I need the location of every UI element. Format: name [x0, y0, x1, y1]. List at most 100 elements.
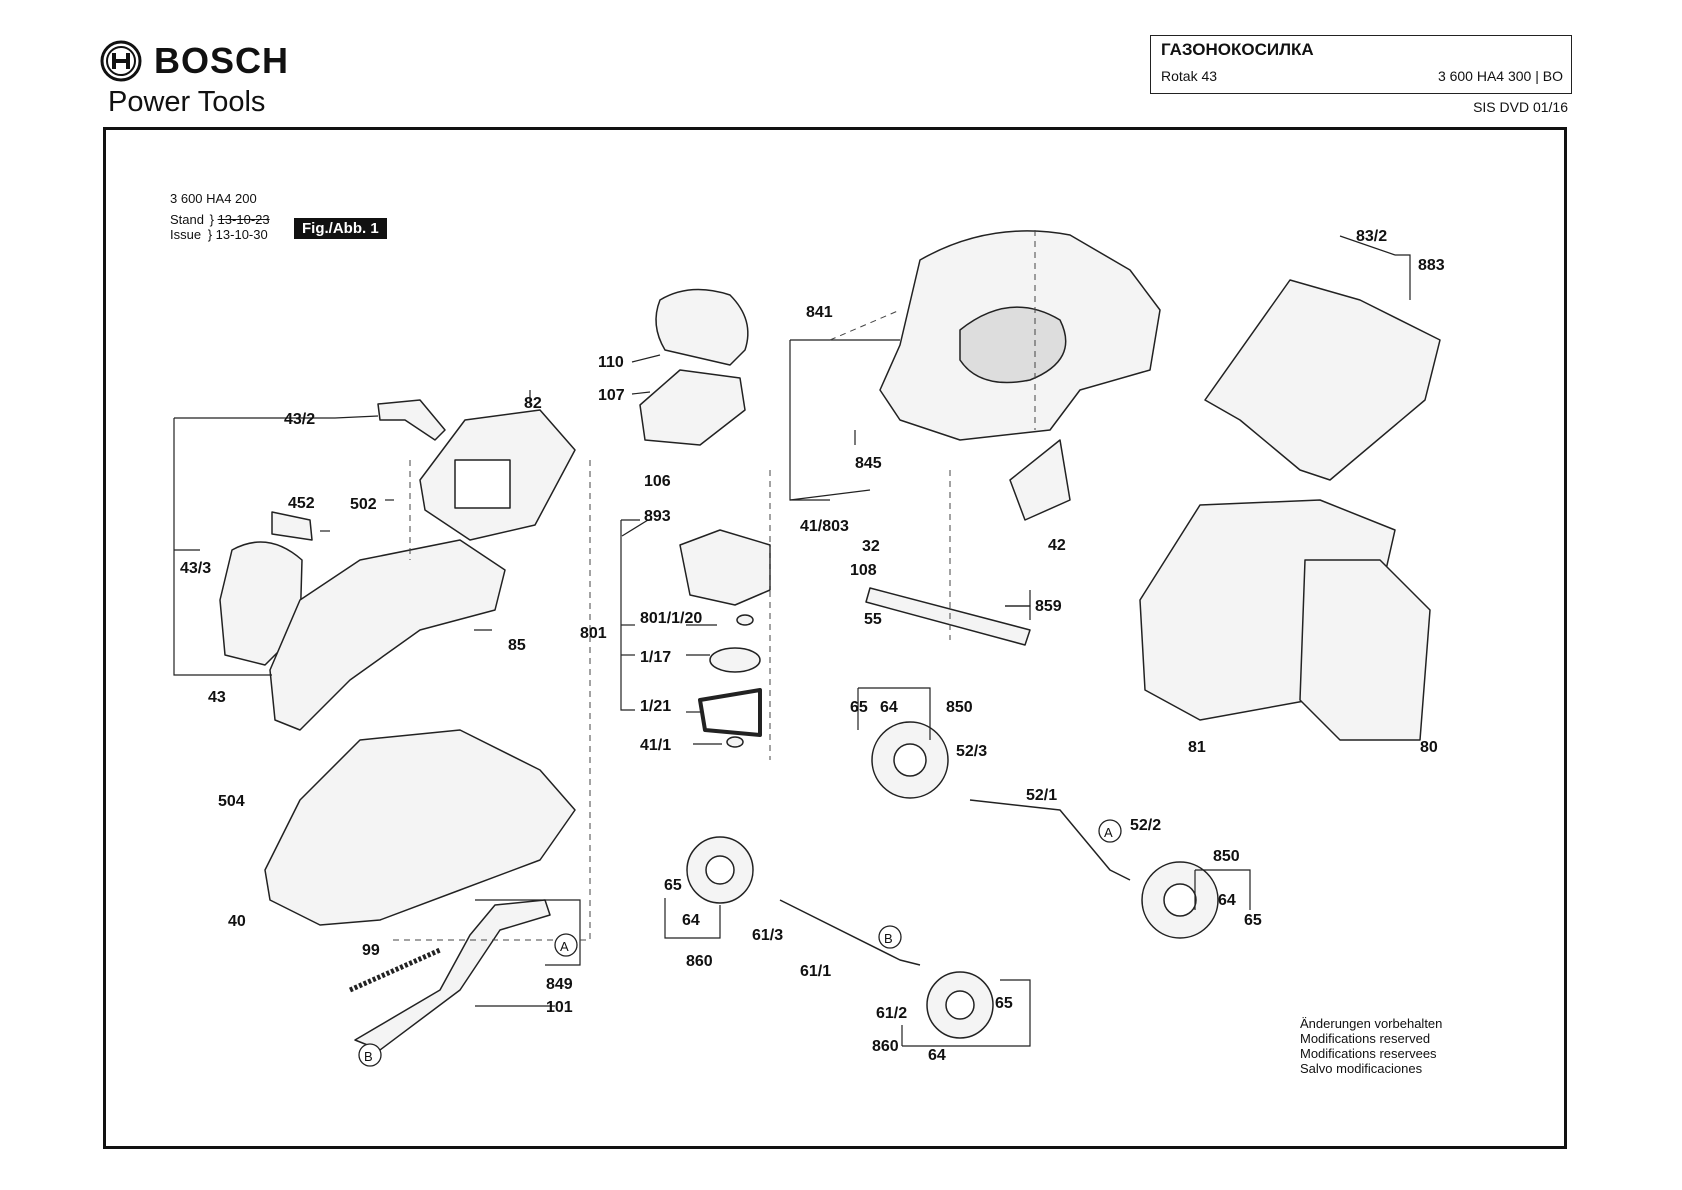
callout-label: 893 [644, 508, 671, 525]
title-block: ГАЗОНОКОСИЛКА Rotak 43 3 600 HA4 300 | B… [1150, 35, 1572, 94]
deck-opening [959, 306, 1067, 384]
callout-label: 452 [288, 495, 315, 512]
callout-label: 64 [682, 912, 700, 929]
height-lever-part [354, 899, 551, 1051]
callout-label: 841 [806, 304, 833, 321]
callout-label: 41/803 [800, 518, 849, 535]
note-line: Modifications reserved [1300, 1031, 1431, 1046]
callout-label: 52/1 [1026, 787, 1057, 804]
chassis-part [264, 729, 576, 926]
callout-label: 83/2 [1356, 228, 1387, 245]
wheel-part [1141, 861, 1219, 939]
callout-label: 61/3 [752, 927, 783, 944]
callout-label: 43/2 [284, 411, 315, 428]
modification-notes: Änderungen vorbehalten Modifications res… [1300, 1016, 1442, 1076]
callout-label: 52/2 [1130, 817, 1161, 834]
callout-label: 85 [508, 637, 526, 654]
issue-row: Issue } 13-10-30 [170, 227, 268, 242]
pulley-part [709, 647, 761, 673]
svg-text:A: A [1104, 825, 1113, 840]
part-number: 3 600 HA4 300 | BO [1437, 68, 1563, 84]
note-line: Änderungen vorbehalten [1300, 1016, 1443, 1031]
callout-label: 64 [880, 699, 898, 716]
grille-window [454, 459, 511, 509]
callout-label: 859 [1035, 598, 1062, 615]
issue-value: 13-10-30 [215, 227, 268, 242]
callout-label: 80 [1420, 739, 1438, 756]
callout-label: 860 [686, 953, 713, 970]
callout-label: 65 [1244, 912, 1262, 929]
wheel-part [686, 836, 754, 904]
callout-label: 1/17 [640, 649, 671, 666]
basket-side-part [1299, 559, 1431, 741]
basket-lid-part [1204, 279, 1441, 481]
callout-label: 40 [228, 913, 246, 930]
callout-label: 110 [598, 354, 624, 371]
svg-text:B: B [364, 1049, 373, 1064]
bearing-part [726, 736, 744, 748]
svg-text:A: A [560, 939, 569, 954]
drawing-frame [103, 127, 1567, 1149]
figure-badge: Fig./Abb. 1 [294, 218, 387, 239]
callout-label: 99 [362, 942, 380, 959]
callout-label: 81 [1188, 739, 1206, 756]
callout-label: 850 [1213, 848, 1240, 865]
callout-label: 52/3 [956, 743, 987, 760]
callout-label: 801/1/20 [640, 610, 702, 627]
wheel-part [926, 971, 994, 1039]
drawing-code: 3 600 HA4 200 [170, 191, 257, 206]
rear-axle-part [969, 799, 1131, 881]
front-axle-part [779, 899, 921, 966]
callout-label: 845 [855, 455, 882, 472]
tagline: Power Tools [108, 86, 266, 118]
marker-a-icon: A [554, 933, 578, 957]
callout-label: 850 [946, 699, 973, 716]
badge-plate-part [271, 511, 313, 541]
callout-label: 43/3 [180, 560, 211, 577]
callout-label: 64 [1218, 892, 1236, 909]
model-name: Rotak 43 [1161, 68, 1218, 84]
callout-label: 107 [598, 387, 625, 404]
marker-a-icon: A [1098, 819, 1122, 843]
callout-label: 504 [218, 793, 245, 810]
callout-label: 1/21 [640, 698, 671, 715]
marker-b-icon: B [878, 925, 902, 949]
stand-label: Stand [170, 212, 204, 227]
svg-text:B: B [884, 931, 893, 946]
callout-label: 801 [580, 625, 607, 642]
issue-label: Issue [170, 227, 202, 242]
callout-label: 860 [872, 1038, 899, 1055]
blade-part [865, 587, 1031, 646]
note-line: Salvo modificaciones [1300, 1061, 1423, 1076]
product-title: ГАЗОНОКОСИЛКА [1161, 40, 1314, 59]
note-line: Modifications reservees [1300, 1046, 1437, 1061]
callout-label: 883 [1418, 257, 1445, 274]
callout-label: 61/1 [800, 963, 831, 980]
wheel-part [871, 721, 949, 799]
flap-part [1009, 439, 1071, 521]
callout-label: 106 [644, 473, 671, 490]
callout-label: 55 [864, 611, 882, 628]
belt-part [698, 688, 762, 737]
callout-label: 82 [524, 395, 542, 412]
sis-version: SIS DVD 01/16 [1473, 99, 1568, 115]
front-panel-part [219, 541, 303, 666]
callout-label: 64 [928, 1047, 946, 1064]
bosch-armature-icon [100, 40, 142, 82]
motor-cover-part [655, 288, 749, 366]
marker-b-icon: B [358, 1043, 382, 1067]
motor-part [679, 529, 771, 606]
callout-label: 65 [664, 877, 682, 894]
callout-label: 32 [862, 538, 880, 555]
spring-part [348, 947, 442, 993]
callout-label: 42 [1048, 537, 1066, 554]
callout-label: 43 [208, 689, 226, 706]
bosch-logo: BOSCH [100, 40, 289, 82]
callout-label: 849 [546, 976, 573, 993]
brand-name: BOSCH [154, 40, 290, 81]
callout-label: 101 [546, 999, 573, 1016]
handle-grip-part [377, 399, 446, 441]
bearing-part [736, 614, 754, 626]
callout-label: 65 [995, 995, 1013, 1012]
